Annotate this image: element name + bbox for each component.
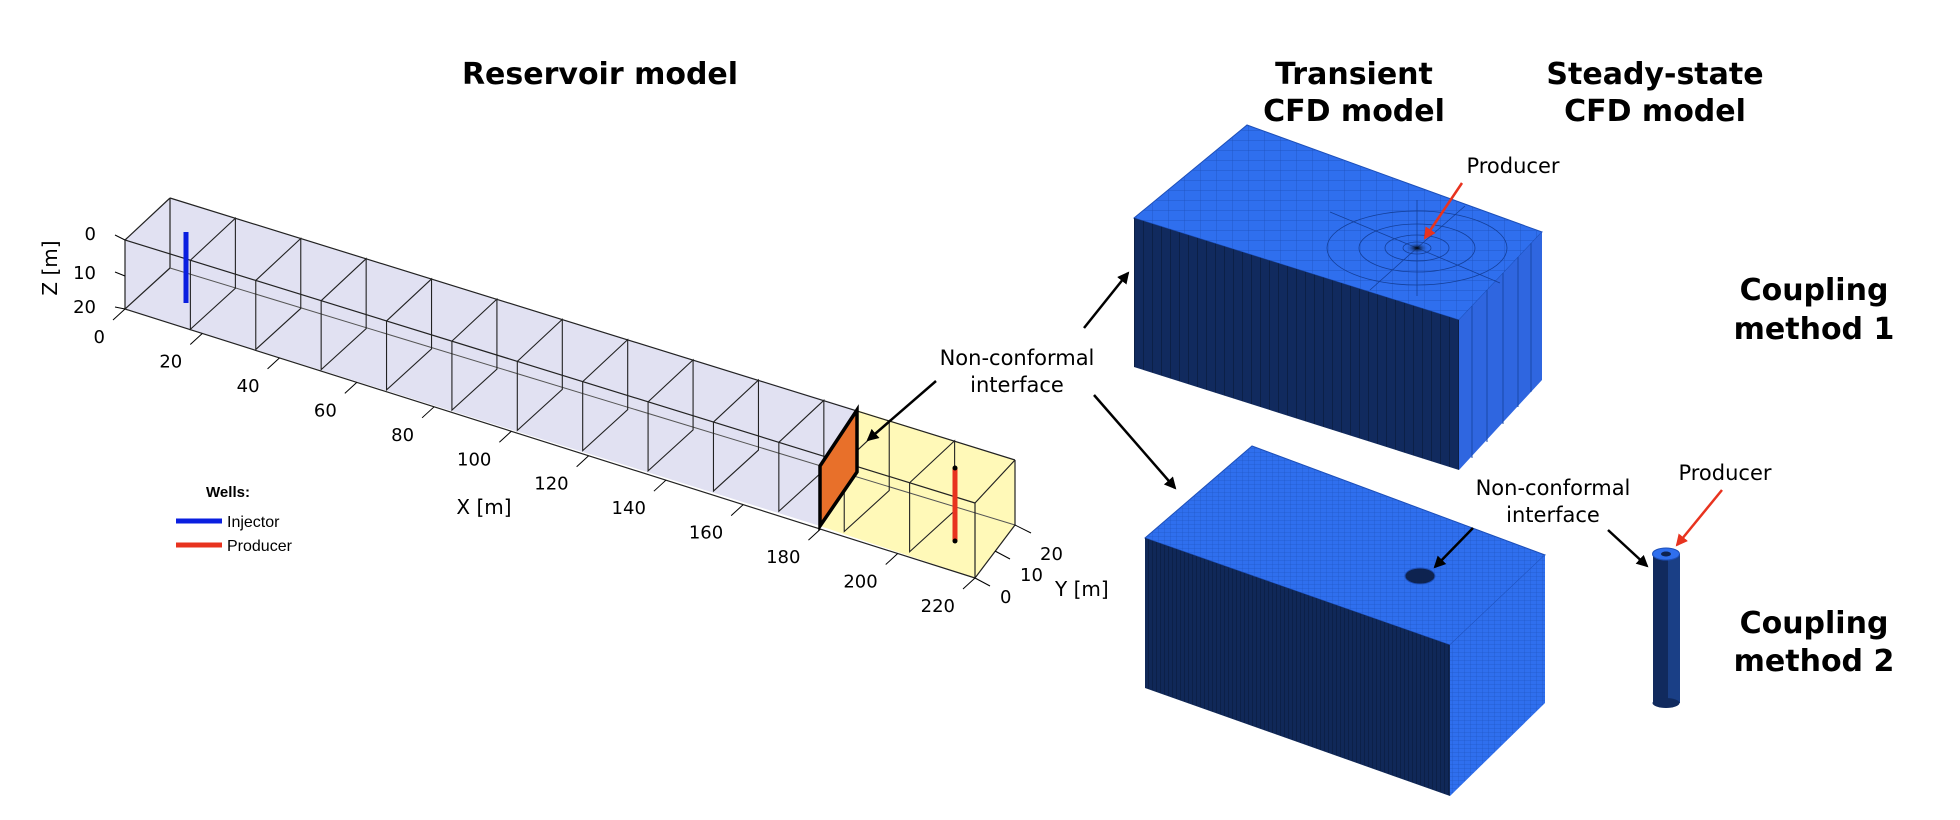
- x-axis-label: X [m]: [456, 495, 511, 519]
- x-tick-label: 40: [237, 376, 260, 397]
- interface-label-coupling2-line1: Non-conformal: [1476, 476, 1631, 500]
- reservoir-region: [125, 198, 857, 526]
- grid-cell-divider: [385, 277, 433, 392]
- x-tick-label: 220: [921, 596, 955, 617]
- z-axis: [114, 234, 126, 310]
- producer-arrow-transient: [1423, 182, 1464, 240]
- z-tick-20: 20: [73, 297, 96, 318]
- grid-cell-divider: [712, 378, 760, 493]
- transient-cfd-title-line2: CFD model: [1263, 94, 1445, 129]
- legend-injector-label: Injector: [227, 514, 280, 531]
- x-tick-mark: [576, 455, 589, 468]
- arrow-to-interface: [866, 380, 937, 442]
- legend-producer-label: Producer: [227, 538, 293, 555]
- producer-label-transient: Producer: [1466, 154, 1559, 178]
- x-tick-label: 60: [314, 400, 337, 421]
- coupling2-block-front: [1145, 538, 1450, 796]
- x-tick-mark: [730, 504, 744, 517]
- x-tick-label: 120: [534, 474, 568, 495]
- y-tick-0: 0: [1000, 587, 1011, 608]
- x-tick-mark: [499, 430, 512, 443]
- x-tick-mark: [808, 528, 821, 541]
- grid-cell-divider: [647, 358, 694, 473]
- x-tick-label: 100: [457, 449, 491, 470]
- y-tick-20: 20: [1040, 544, 1063, 565]
- x-axis: 0 20 40 60 80 100 120 140 160 180 200 220: [94, 308, 976, 617]
- cfd-region: [820, 410, 1015, 578]
- x-tick-label: 0: [94, 327, 105, 348]
- grid-cell-divider: [451, 297, 498, 412]
- transient-block-front: [1134, 218, 1459, 470]
- x-tick-label: 80: [391, 425, 414, 446]
- producer-arrow-steady: [1675, 489, 1723, 547]
- coupling-method-2-line2: method 2: [1734, 644, 1895, 679]
- grid-cell-divider: [189, 216, 236, 331]
- transient-cfd-title-line1: Transient: [1275, 57, 1433, 92]
- wells-legend: Wells: Injector Producer: [176, 484, 293, 555]
- x-tick-mark: [344, 381, 358, 394]
- coupling2-cfd-block: [1144, 445, 1546, 796]
- x-tick-mark: [653, 479, 667, 492]
- x-tick-mark: [189, 333, 203, 345]
- interface-label-line1: Non-conformal: [940, 346, 1095, 370]
- legend-title: Wells:: [206, 484, 250, 501]
- steady-cfd-title-line2: CFD model: [1564, 94, 1746, 129]
- arrow-to-steady-well: [1607, 529, 1649, 568]
- interface-label-line2: interface: [970, 373, 1064, 397]
- z-tick-10: 10: [73, 263, 96, 284]
- x-tick-mark: [112, 308, 126, 321]
- coupling-method-1-line1: Coupling: [1740, 273, 1889, 308]
- x-tick-label: 20: [159, 351, 182, 372]
- coupling2-block-right: [1450, 555, 1545, 796]
- grid-cell-divider: [320, 257, 367, 371]
- y-axis-label: Y [m]: [1054, 577, 1109, 601]
- y-tick-10: 10: [1020, 565, 1043, 586]
- x-tick-mark: [267, 357, 280, 370]
- x-tick-mark: [421, 406, 435, 419]
- z-axis-label: Z [m]: [38, 240, 62, 295]
- interface-label-coupling2-line2: interface: [1506, 503, 1600, 527]
- arrow-to-coupling2-interface: [1433, 527, 1474, 569]
- grid-cell-divider: [582, 338, 629, 452]
- reservoir-grid: [124, 197, 1016, 579]
- non-conformal-interface-face: [818, 404, 859, 532]
- x-tick-mark: [885, 553, 899, 565]
- arrow-to-transient: [1083, 271, 1130, 329]
- steady-cfd-title-line1: Steady-state: [1546, 57, 1763, 92]
- x-tick-mark: [962, 577, 976, 590]
- grid-cell-divider: [516, 318, 563, 432]
- x-tick-label: 200: [843, 572, 877, 593]
- y-axis: [974, 524, 1032, 587]
- z-tick-0: 0: [85, 224, 96, 245]
- producer-label-steady: Producer: [1678, 461, 1771, 485]
- grid-cell-divider: [255, 237, 302, 351]
- coupling-method-1-line2: method 1: [1734, 312, 1895, 347]
- transient-cfd-block: [1132, 124, 1543, 470]
- steady-state-well-cylinder: [1652, 547, 1680, 708]
- x-tick-label: 160: [689, 523, 723, 544]
- arrow-to-coupling2: [1093, 394, 1177, 490]
- reservoir-model-title: Reservoir model: [462, 57, 738, 92]
- coupling-method-2-line1: Coupling: [1740, 606, 1889, 641]
- transient-block-right: [1459, 232, 1542, 470]
- x-tick-label: 180: [766, 547, 800, 568]
- x-tick-label: 140: [612, 498, 646, 519]
